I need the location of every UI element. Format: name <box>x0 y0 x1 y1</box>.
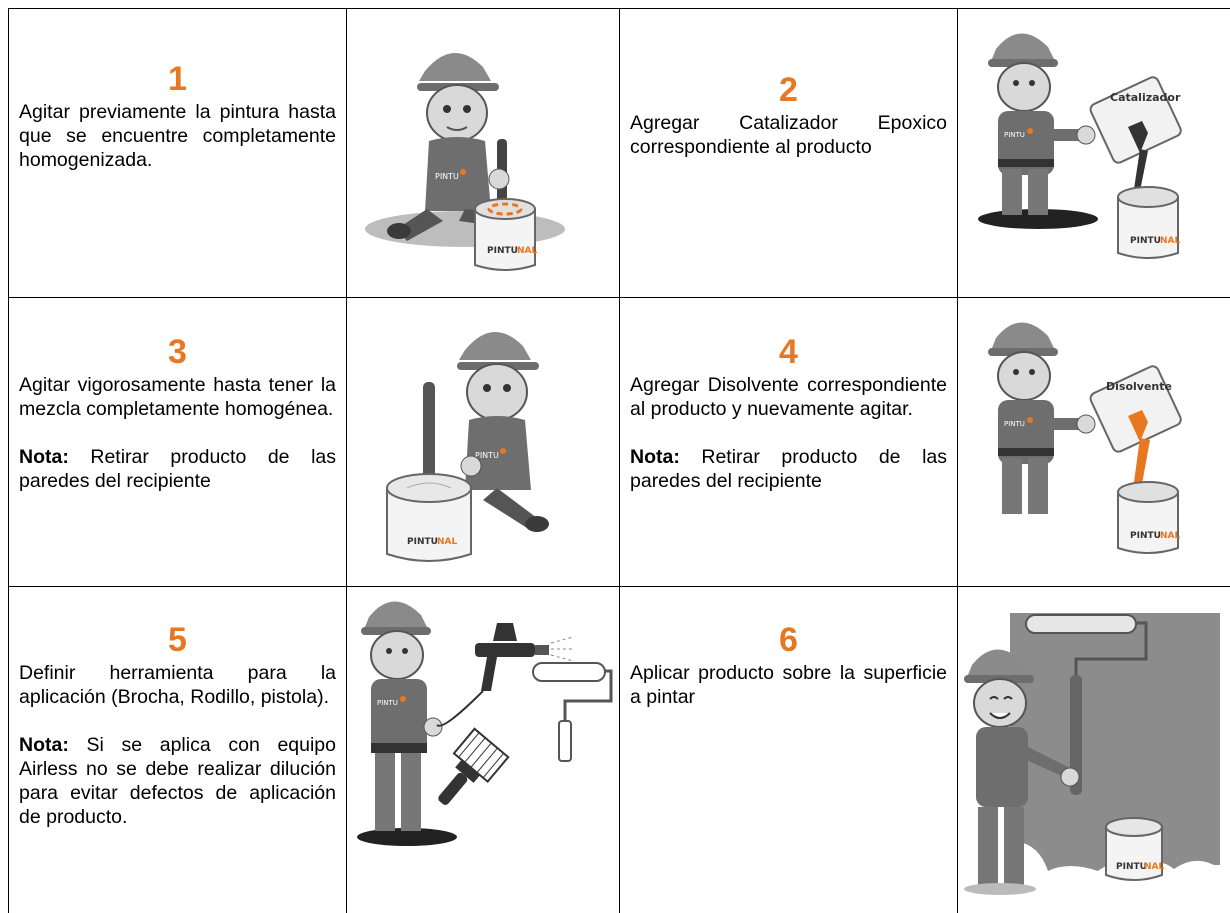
svg-text:PINTU: PINTU <box>487 246 518 256</box>
step-4-illustration-cell: PINTU Disolvente PINTU NA <box>957 297 1230 587</box>
svg-text:PINTU: PINTU <box>1004 131 1025 139</box>
svg-text:PINTU: PINTU <box>435 172 459 181</box>
step-3-text-cell: 3 Agitar vigorosamente hasta tener la me… <box>8 297 347 587</box>
step-number: 5 <box>168 621 187 659</box>
worker-kneeling-stirring-icon: PINTU PINTU NAL <box>365 52 565 271</box>
note-text: Retirar producto de las paredes del reci… <box>19 446 336 492</box>
svg-text:NAL: NAL <box>437 537 457 547</box>
svg-text:NAL: NAL <box>1160 531 1180 541</box>
worker-pouring-catalyst-icon: PINTU Catalizador <box>978 33 1182 259</box>
instructions-table: 1 Agitar previamente la pintura hasta qu… <box>8 8 1230 913</box>
step-description: Agregar Catalizador Epoxico correspondie… <box>630 112 947 158</box>
step-note: Nota: Si se aplica con equipo Airless no… <box>19 733 336 829</box>
step-description: Definir herramienta para la aplicación (… <box>19 662 336 708</box>
step-1-text-cell: 1 Agitar previamente la pintura hasta qu… <box>8 8 347 298</box>
worker-painting-wall-icon: PINTU NAL <box>964 613 1220 895</box>
svg-text:NAL: NAL <box>517 246 537 256</box>
svg-text:PINTU: PINTU <box>377 699 398 707</box>
step-number: 1 <box>168 60 187 98</box>
step-description: Agitar vigorosamente hasta tener la mezc… <box>19 374 336 420</box>
worker-kneeling-mixing-icon: PINTU PINTU NAL <box>386 331 549 562</box>
note-text: Retirar producto de las paredes del reci… <box>630 446 947 492</box>
note-text: Si se aplica con equipo Airless no se de… <box>19 734 336 828</box>
note-label: Nota: <box>19 446 69 468</box>
step-number: 4 <box>779 333 798 371</box>
step-1-illustration-cell: PINTU PINTU NAL <box>346 8 620 298</box>
worker-with-tools-icon: PINTU <box>357 601 613 846</box>
note-label: Nota: <box>630 446 680 468</box>
step-number: 6 <box>779 621 798 659</box>
step-5-text-cell: 5 Definir herramienta para la aplicación… <box>8 586 347 913</box>
step-2-illustration-cell: PINTU Catalizador <box>957 8 1230 298</box>
step-description: Agregar Disolvente correspondiente al pr… <box>630 374 947 420</box>
step-note: Nota: Retirar producto de las paredes de… <box>19 445 336 493</box>
step-4-text-cell: 4 Agregar Disolvente correspondiente al … <box>619 297 958 587</box>
svg-text:PINTU: PINTU <box>1004 420 1025 428</box>
svg-text:PINTU: PINTU <box>1116 862 1147 872</box>
svg-text:PINTU: PINTU <box>407 537 438 547</box>
step-5-illustration-cell: PINTU <box>346 586 620 913</box>
svg-text:PINTU: PINTU <box>1130 531 1161 541</box>
step-6-text-cell: 6 Aplicar producto sobre la superficie a… <box>619 586 958 913</box>
step-number: 2 <box>779 71 798 109</box>
svg-text:PINTU: PINTU <box>475 451 499 460</box>
step-3-illustration-cell: PINTU PINTU NAL <box>346 297 620 587</box>
note-label: Nota: <box>19 734 69 756</box>
worker-pouring-solvent-icon: PINTU Disolvente PINTU NA <box>988 322 1182 554</box>
svg-text:NAL: NAL <box>1160 236 1180 246</box>
step-description: Aplicar producto sobre la superficie a p… <box>630 662 947 708</box>
step-2-text-cell: 2 Agregar Catalizador Epoxico correspond… <box>619 8 958 298</box>
step-note: Nota: Retirar producto de las paredes de… <box>630 445 947 493</box>
can-label: Disolvente <box>1106 380 1172 393</box>
svg-text:NAL: NAL <box>1144 862 1164 872</box>
svg-text:PINTU: PINTU <box>1130 236 1161 246</box>
step-6-illustration-cell: PINTU NAL <box>957 586 1230 913</box>
step-number: 3 <box>168 333 187 371</box>
can-label: Catalizador <box>1110 91 1181 104</box>
step-description: Agitar previamente la pintura hasta que … <box>19 101 336 171</box>
